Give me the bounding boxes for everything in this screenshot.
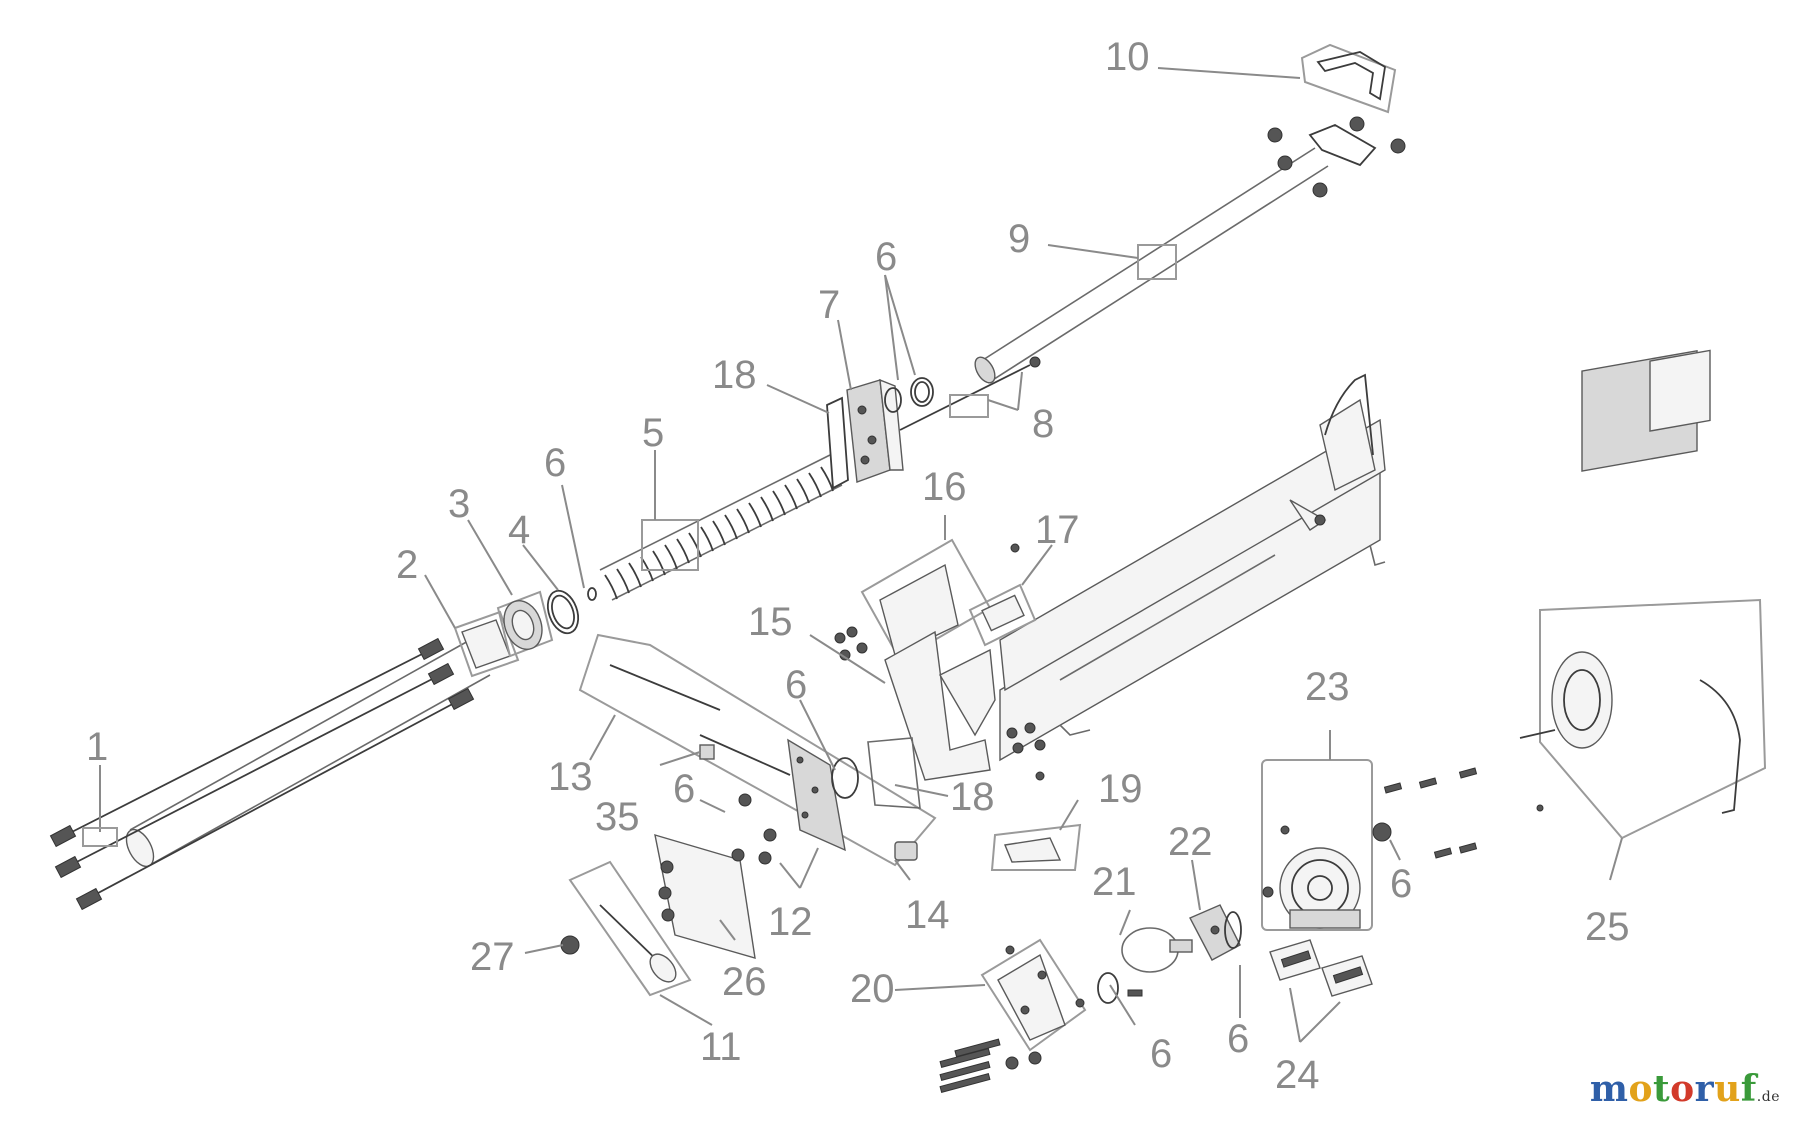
piston-rod bbox=[974, 43, 1406, 384]
callout-24: 24 bbox=[1275, 1053, 1320, 1097]
electric-motor bbox=[1519, 349, 1767, 840]
callout-20: 20 bbox=[850, 967, 895, 1011]
pump-assembly bbox=[939, 904, 1242, 1093]
callout-21: 21 bbox=[1092, 860, 1137, 904]
callout-9: 9 bbox=[1008, 217, 1030, 261]
logo-letter: m bbox=[1589, 1068, 1629, 1110]
return-spring bbox=[599, 454, 843, 601]
callout-22: 22 bbox=[1168, 820, 1213, 864]
leader-lines bbox=[82, 67, 1623, 1043]
callout-16: 16 bbox=[922, 465, 967, 509]
callout-4: 4 bbox=[508, 508, 530, 552]
callout-18-a: 18 bbox=[712, 353, 757, 397]
callout-35: 35 bbox=[595, 795, 640, 839]
callout-1: 1 bbox=[86, 725, 108, 769]
callout-6-g: 6 bbox=[1227, 1017, 1249, 1061]
cylinder-head-set bbox=[453, 587, 597, 678]
callout-13: 13 bbox=[548, 755, 593, 799]
callout-17: 17 bbox=[1035, 508, 1080, 552]
cylinder-tube bbox=[49, 637, 491, 911]
callout-labels: 1 2 3 4 5 6 6 6 6 6 6 6 7 8 9 10 11 12 1… bbox=[86, 35, 1630, 1097]
callout-5: 5 bbox=[642, 411, 664, 455]
callout-11: 11 bbox=[700, 1025, 742, 1069]
logo-letter: u bbox=[1714, 1068, 1741, 1110]
callout-18-b: 18 bbox=[950, 775, 995, 819]
callout-14: 14 bbox=[905, 893, 950, 937]
callout-6-b: 6 bbox=[875, 235, 897, 279]
callout-2: 2 bbox=[396, 543, 418, 587]
callout-26: 26 bbox=[722, 960, 767, 1004]
callout-6-a: 6 bbox=[544, 441, 566, 485]
callout-27: 27 bbox=[470, 935, 515, 979]
valve-handle bbox=[560, 834, 756, 997]
logo-letter: r bbox=[1694, 1068, 1715, 1110]
callout-19: 19 bbox=[1098, 767, 1143, 811]
rating-plate bbox=[990, 823, 1082, 871]
logo-letter: o bbox=[1628, 1068, 1653, 1110]
callout-23: 23 bbox=[1305, 665, 1350, 709]
wedge-assembly bbox=[834, 538, 1046, 781]
motor-flange bbox=[1261, 759, 1478, 997]
motoruf-logo: motoruf.de bbox=[1590, 1068, 1780, 1110]
callout-6-d: 6 bbox=[673, 767, 695, 811]
callout-25: 25 bbox=[1585, 905, 1630, 949]
logo-wordmark: motoruf bbox=[1590, 1068, 1757, 1110]
piston-block bbox=[826, 356, 1041, 490]
logo-letter: f bbox=[1740, 1068, 1757, 1110]
logo-letter: o bbox=[1670, 1068, 1695, 1110]
callout-12: 12 bbox=[768, 900, 813, 944]
callout-3: 3 bbox=[448, 482, 470, 526]
logo-suffix: .de bbox=[1756, 1089, 1780, 1105]
callout-6-f: 6 bbox=[1150, 1032, 1172, 1076]
callout-8: 8 bbox=[1032, 402, 1054, 446]
control-valve bbox=[578, 633, 937, 867]
callout-10: 10 bbox=[1105, 35, 1150, 79]
callout-6-e: 6 bbox=[1390, 862, 1412, 906]
callout-7: 7 bbox=[818, 283, 840, 327]
splitter-beam bbox=[999, 373, 1386, 762]
callout-6-c: 6 bbox=[785, 663, 807, 707]
callout-15: 15 bbox=[748, 600, 793, 644]
logo-letter: t bbox=[1652, 1068, 1671, 1110]
